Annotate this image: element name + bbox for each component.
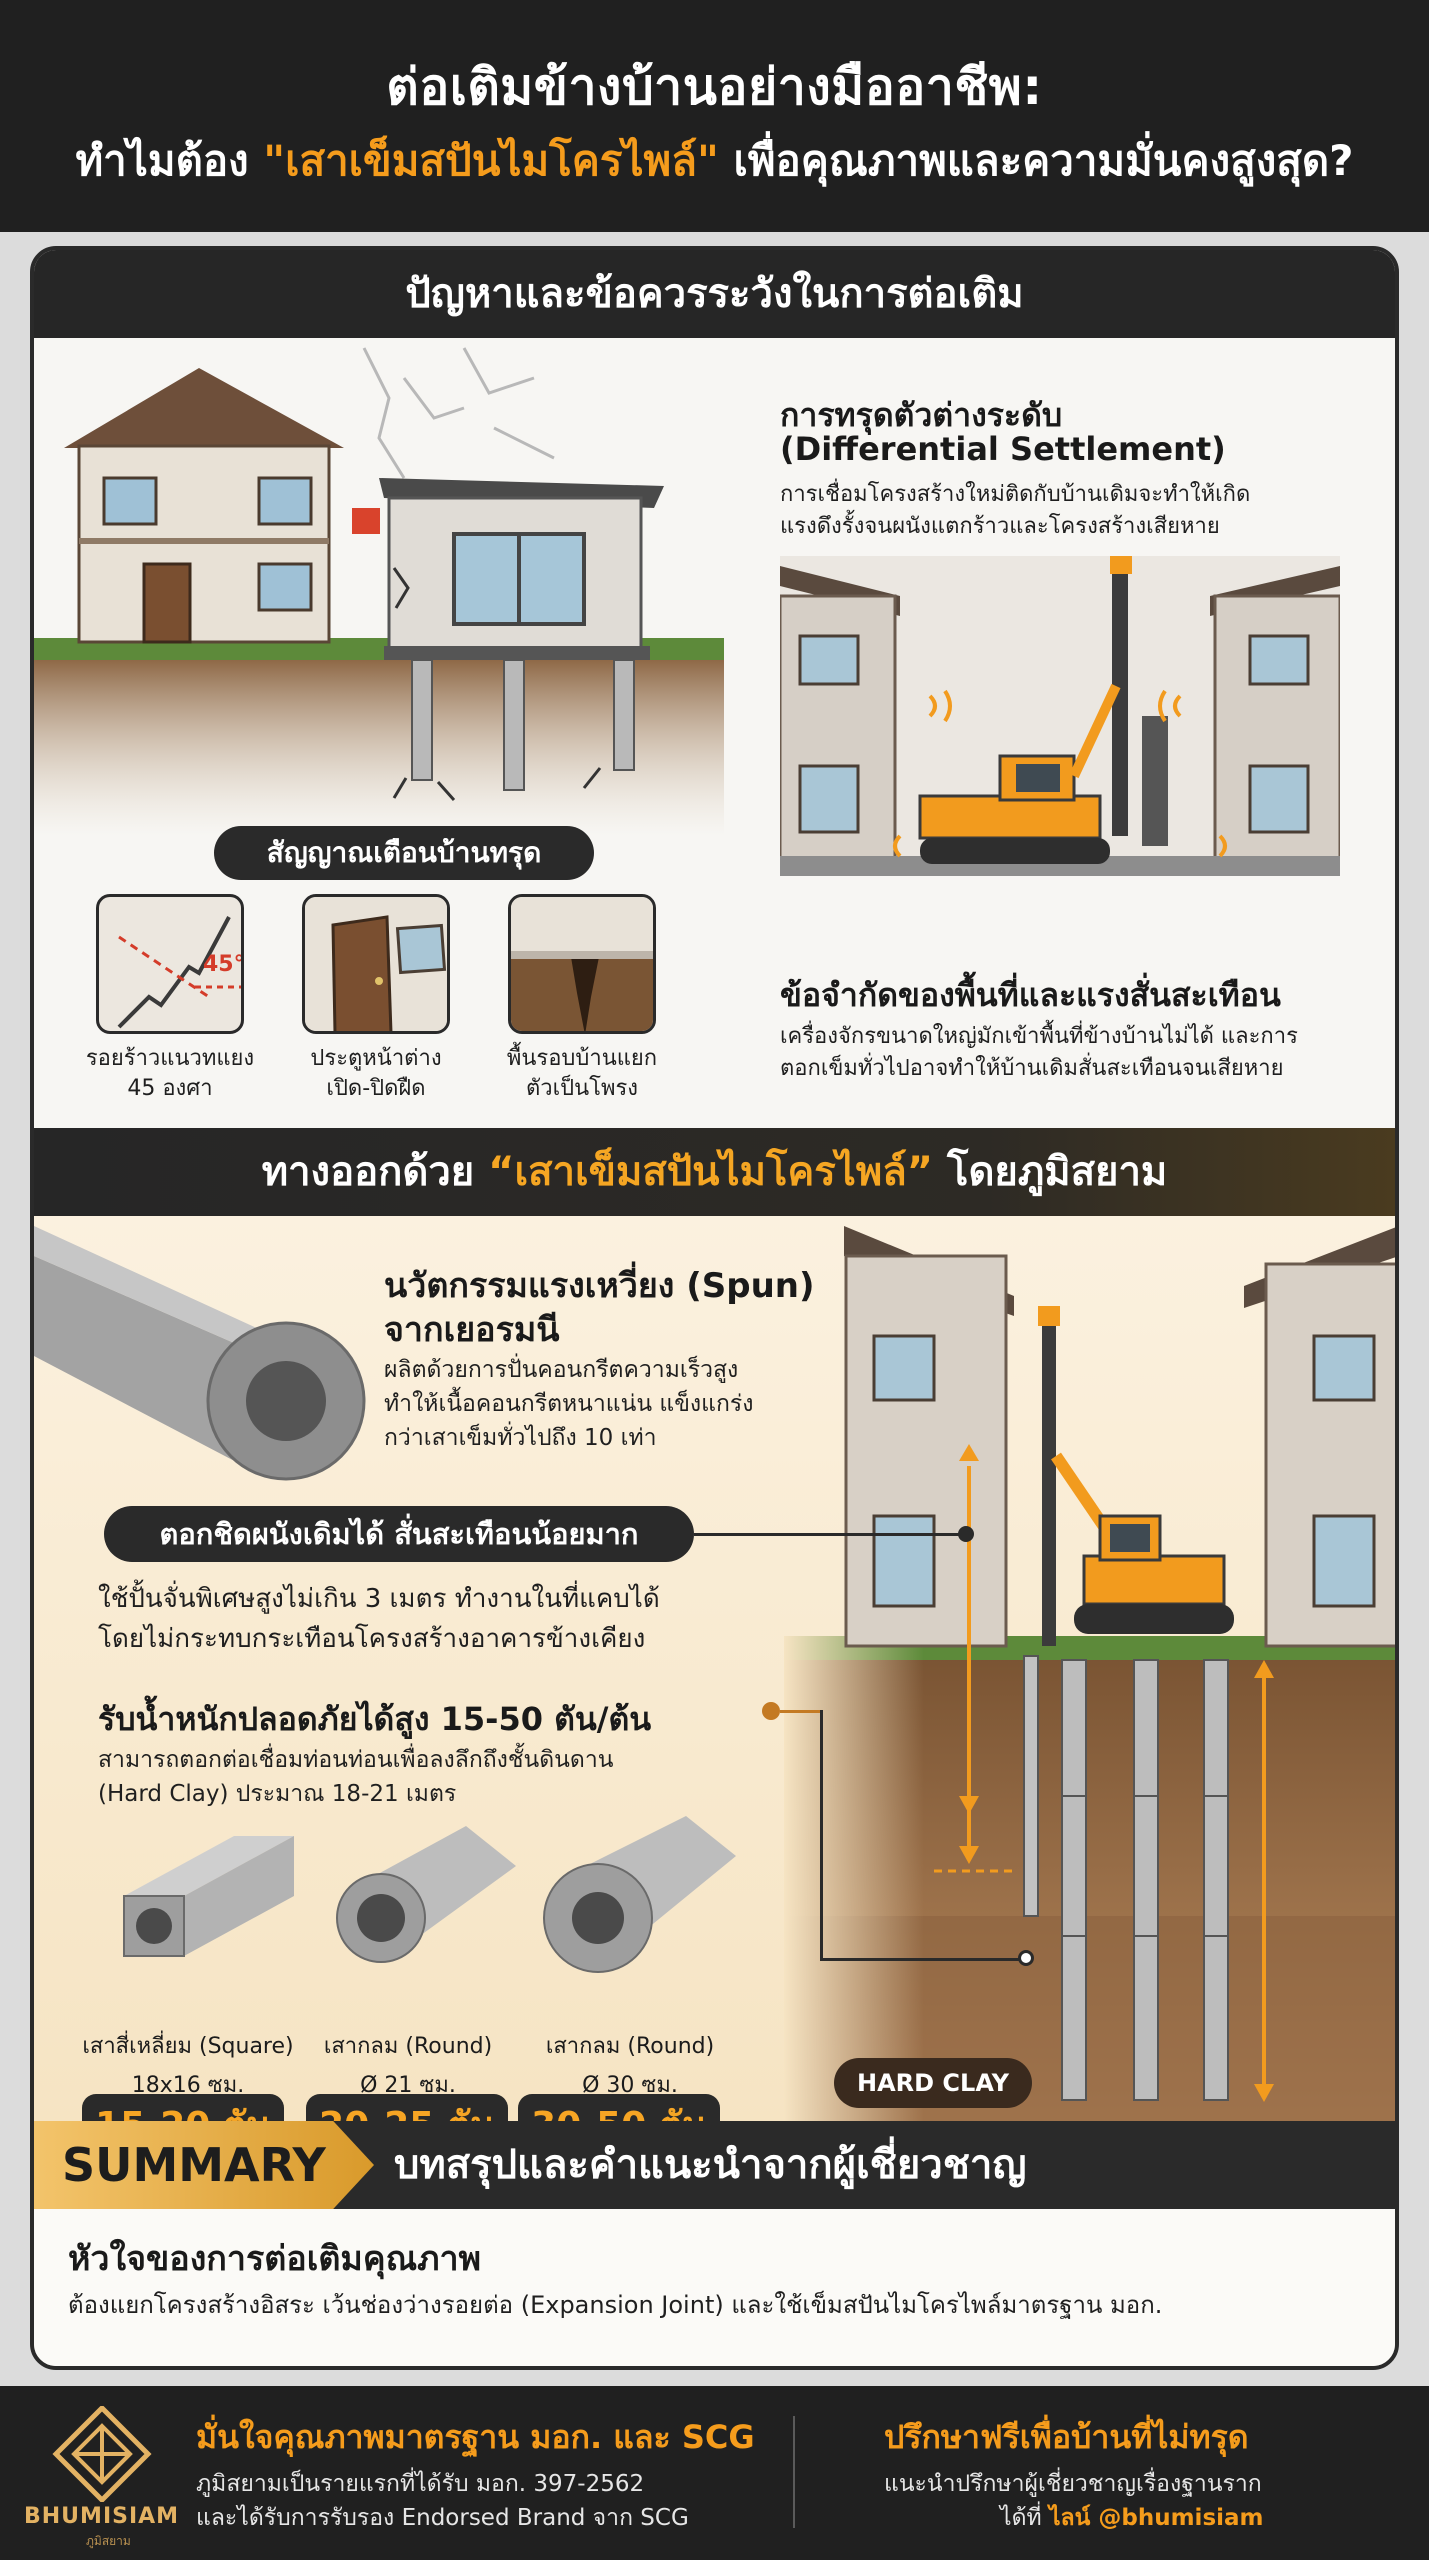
- settlement-desc-line2: แรงดึงรั้งจนผนังแตกร้าวและโครงสร้างเสียห…: [780, 514, 1220, 539]
- summary-title: บทสรุปและคำแนะนำจากผู้เชี่ยวชาญ: [394, 2142, 1027, 2188]
- hard-clay-label: HARD CLAY: [834, 2058, 1032, 2108]
- footer-right-heading: ปรึกษาฟรีเพื่อบ้านที่ไม่ทรุด: [884, 2418, 1249, 2456]
- summary-heading: หัวใจของการต่อเติมคุณภาพ: [68, 2239, 482, 2279]
- sign-caption-door: ประตูหน้าต่าง เปิด-ปิดฝืด: [310, 1046, 442, 1101]
- page-title: ต่อเติมข้างบ้านอย่างมืออาชีพ:: [386, 58, 1043, 116]
- solution-section: นวัตกรรมแรงเหวี่ยง (Spun) จากเยอรมนี ผลิ…: [34, 1216, 1395, 2158]
- close-wall-desc-line2: โดยไม่กระทบกระเทือนโครงสร้างอาคารข้างเคี…: [98, 1624, 646, 1654]
- page-subtitle: ทำไมต้อง "เสาเข็มสปันไมโครไพล์" เพื่อคุณ…: [75, 136, 1354, 185]
- problems-band-title: ปัญหาและข้อควรระวังในการต่อเติม: [34, 250, 1395, 338]
- spun-desc-line1: ผลิตด้วยการปั่นคอนกรีตความเร็วสูง: [384, 1357, 739, 1383]
- sign-caption-floor: พื้นรอบบ้านแยก ตัวเป็นโพรง: [506, 1046, 658, 1101]
- warning-signs-pill: สัญญาณเตือนบ้านทรุด: [214, 826, 594, 880]
- settlement-title: การทรุดตัวต่างระดับ: [780, 396, 1063, 434]
- tilted-door-icon: [302, 894, 450, 1034]
- footer-divider: [793, 2416, 795, 2528]
- house-settlement-illustration: [34, 347, 724, 836]
- problems-section: การทรุดตัวต่างระดับ (Differential Settle…: [34, 338, 1395, 1128]
- page-header: ต่อเติมข้างบ้านอย่างมืออาชีพ: ทำไมต้อง "…: [0, 0, 1429, 232]
- square-pile-icon: [123, 1836, 294, 1957]
- spun-desc-line3: กว่าเสาเข็มทั่วไปถึง 10 เท่า: [384, 1425, 657, 1451]
- bhumisiam-logo-icon: [52, 2406, 152, 2502]
- diagonal-crack-icon: 45°: [96, 894, 244, 1034]
- round-pile-21-icon: [336, 1826, 516, 1963]
- solution-band-title: ทางออกด้วย “เสาเข็มสปันไมโครไพล์” โดยภูม…: [34, 1128, 1395, 1216]
- close-wall-desc-line1: ใช้ปั้นจั่นพิเศษสูงไม่เกิน 3 เมตร ทำงานใ…: [98, 1584, 660, 1614]
- logo-subname: ภูมิสยาม: [86, 2534, 131, 2548]
- close-wall-connector: [694, 1533, 964, 1536]
- narrow-site-piling-illustration: [780, 556, 1340, 876]
- hard-clay-callout-vertical: [820, 1710, 823, 1960]
- logo-name: BHUMISIAM: [24, 2504, 180, 2529]
- spun-title-line1: นวัตกรรมแรงเหวี่ยง (Spun): [384, 1266, 815, 1306]
- page-footer: BHUMISIAM ภูมิสยาม มั่นใจคุณภาพมาตรฐาน ม…: [0, 2386, 1429, 2560]
- floor-gap-icon: [508, 894, 656, 1034]
- load-connector: [780, 1710, 820, 1713]
- hard-clay-callout-horizontal: [820, 1958, 1024, 1961]
- pile-square-caption: เสาสี่เหลี่ยม (Square) 18x16 ซม.: [82, 2034, 294, 2098]
- pile-round21-caption: เสากลม (Round) Ø 21 ซม.: [323, 2034, 493, 2098]
- spun-title-line2: จากเยอรมนี: [384, 1310, 560, 1350]
- summary-section: หัวใจของการต่อเติมคุณภาพ ต้องแยกโครงสร้า…: [34, 2209, 1395, 2366]
- summary-tag: SUMMARY: [34, 2121, 374, 2209]
- settlement-title-en: (Differential Settlement): [780, 430, 1226, 468]
- sign-angle-label: 45°: [203, 952, 244, 977]
- summary-band: SUMMARY บทสรุปและคำแนะนำจากผู้เชี่ยวชาญ: [34, 2121, 1395, 2209]
- footer-left-line1: ภูมิสยามเป็นรายแรกที่ได้รับ มอก. 397-256…: [196, 2471, 645, 2497]
- settlement-desc-line1: การเชื่อมโครงสร้างใหม่ติดกับบ้านเดิมจะทำ…: [780, 482, 1251, 507]
- infographic-card: ปัญหาและข้อควรระวังในการต่อเติม: [30, 246, 1399, 2370]
- close-wall-dot: [958, 1526, 974, 1542]
- load-desc-line2: (Hard Clay) ประมาณ 18-21 เมตร: [98, 1781, 457, 1807]
- vibration-desc-line2: ตอกเข็มทั่วไปอาจทำให้บ้านเดิมสั่นสะเทือน…: [780, 1056, 1284, 1081]
- hard-clay-callout-dot: [1018, 1950, 1034, 1966]
- load-dot: [762, 1702, 780, 1720]
- footer-left-line2: และได้รับการรับรอง Endorsed Brand จาก SC…: [196, 2505, 689, 2531]
- spun-pile-icon: [34, 1226, 366, 1481]
- footer-right-line2: ได้ที่ ไลน์ @bhumisiam: [1000, 2505, 1264, 2531]
- sign-caption-crack: รอยร้าวแนวทแยง 45 องศา: [85, 1046, 255, 1101]
- footer-right-line1: แนะนำปรึกษาผู้เชี่ยวชาญเรื่องฐานราก: [884, 2471, 1262, 2497]
- subtitle-highlight: "เสาเข็มสปันไมโครไพล์": [263, 136, 719, 185]
- round-pile-30-icon: [543, 1816, 736, 1973]
- line-contact-link[interactable]: ไลน์ @bhumisiam: [1048, 2505, 1264, 2531]
- summary-body: ต้องแยกโครงสร้างอิสระ เว้นช่องว่างรอยต่อ…: [68, 2291, 1163, 2319]
- spun-desc-line2: ทำให้เนื้อคอนกรีตหนาแน่น แข็งแกร่ง: [384, 1391, 754, 1417]
- vibration-title: ข้อจำกัดของพื้นที่และแรงสั่นสะเทือน: [780, 976, 1281, 1014]
- vibration-desc-line1: เครื่องจักรขนาดใหญ่มักเข้าพื้นที่ข้างบ้า…: [780, 1024, 1298, 1049]
- load-title: รับน้ำหนักปลอดภัยได้สูง 15-50 ตัน/ต้น: [98, 1700, 652, 1738]
- micropile-installation-illustration: [784, 1226, 1395, 2121]
- footer-left-heading: มั่นใจคุณภาพมาตรฐาน มอก. และ SCG: [196, 2418, 755, 2456]
- load-desc-line1: สามารถตอกต่อเชื่อมท่อนท่อนเพื่อลงลึกถึงช…: [98, 1747, 614, 1773]
- pile-round30-caption: เสากลม (Round) Ø 30 ซม.: [545, 2034, 715, 2098]
- close-wall-pill: ตอกชิดผนังเดิมได้ สั่นสะเทือนน้อยมาก: [104, 1506, 694, 1562]
